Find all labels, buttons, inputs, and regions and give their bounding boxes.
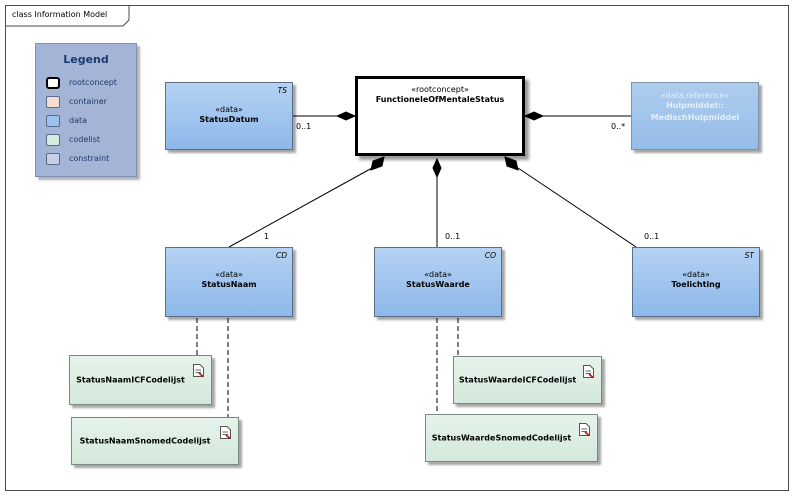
class-name: FunctioneleOfMentaleStatus	[375, 95, 505, 104]
document-icon	[583, 365, 594, 378]
legend-swatch	[46, 115, 60, 127]
composition-diamond-status-naam	[370, 156, 385, 171]
legend-swatch	[46, 134, 60, 146]
class-name-line-2: MedischHulpmiddel	[650, 113, 740, 122]
class-name: Toelichting	[671, 280, 721, 289]
codelist-name: StatusNaamICFCodelijst	[76, 375, 185, 385]
class-status-datum[interactable]: TS «data» StatusDatum	[165, 82, 293, 150]
legend: Legend rootconcept container data codeli…	[35, 43, 137, 177]
class-stereotype: «data»	[215, 105, 243, 114]
multiplicity-toelichting: 0..1	[644, 232, 660, 241]
composition-diamond-hulpmiddel	[523, 111, 545, 121]
legend-swatch	[46, 153, 60, 165]
multiplicity-hulpmiddel: 0..*	[611, 122, 626, 131]
class-functionele-of-mentale-status[interactable]: «rootconcept» FunctioneleOfMentaleStatus	[355, 76, 525, 156]
link-status-naam	[228, 167, 373, 248]
codelist-name: StatusNaamSnomedCodelijst	[79, 436, 211, 446]
diagram-frame	[5, 5, 789, 491]
composition-diamond-status-datum	[335, 111, 357, 121]
document-icon	[220, 426, 231, 439]
class-status-naam[interactable]: CD «data» StatusNaam	[165, 247, 293, 317]
legend-swatch	[46, 96, 60, 108]
class-name-line-1: Hulpmiddel::	[666, 101, 724, 110]
class-toelichting[interactable]: ST «data» Toelichting	[632, 247, 760, 317]
legend-label: container	[69, 97, 107, 106]
class-hulpmiddel-medisch-hulpmiddel[interactable]: «data,reference» Hulpmiddel:: MedischHul…	[631, 82, 759, 150]
legend-label: rootconcept	[69, 78, 117, 87]
codelist-status-naam-icf[interactable]: StatusNaamICFCodelijst	[69, 355, 212, 405]
composition-diamond-status-waarde	[432, 157, 442, 179]
class-stereotype: «data»	[682, 270, 710, 279]
frame-title: class Information Model	[12, 10, 108, 19]
frame-tab-shape	[5, 5, 130, 27]
legend-label: data	[69, 116, 88, 125]
codelist-name: StatusWaardeSnomedCodelijst	[431, 433, 572, 443]
class-stereotype: «data,reference»	[660, 91, 730, 100]
class-type-tag: TS	[277, 86, 287, 95]
class-type-tag: CO	[484, 251, 496, 260]
document-icon	[579, 423, 590, 436]
codelist-status-naam-snomed[interactable]: StatusNaamSnomedCodelijst	[71, 417, 239, 465]
codelist-status-waarde-icf[interactable]: StatusWaardeICFCodelijst	[453, 356, 602, 404]
class-name: StatusNaam	[201, 280, 257, 289]
class-name: StatusDatum	[199, 115, 259, 124]
legend-label: codelist	[69, 135, 101, 144]
class-name: StatusWaarde	[406, 280, 470, 289]
class-type-tag: ST	[744, 251, 754, 260]
legend-title: Legend	[63, 53, 109, 66]
class-stereotype: «rootconcept»	[411, 85, 469, 94]
legend-swatch	[46, 77, 60, 89]
link-toelichting	[517, 167, 637, 248]
document-icon	[193, 364, 204, 377]
class-status-waarde[interactable]: CO «data» StatusWaarde	[374, 247, 502, 317]
multiplicity-status-naam: 1	[264, 232, 270, 241]
multiplicity-status-waarde: 0..1	[445, 232, 461, 241]
composition-diamond-toelichting	[504, 156, 519, 171]
class-stereotype: «data»	[424, 270, 452, 279]
class-stereotype: «data»	[215, 270, 243, 279]
codelist-status-waarde-snomed[interactable]: StatusWaardeSnomedCodelijst	[425, 414, 598, 462]
legend-label: constraint	[69, 154, 110, 163]
class-type-tag: CD	[275, 251, 287, 260]
multiplicity-status-datum: 0..1	[296, 122, 312, 131]
codelist-name: StatusWaardeICFCodelijst	[458, 375, 577, 385]
